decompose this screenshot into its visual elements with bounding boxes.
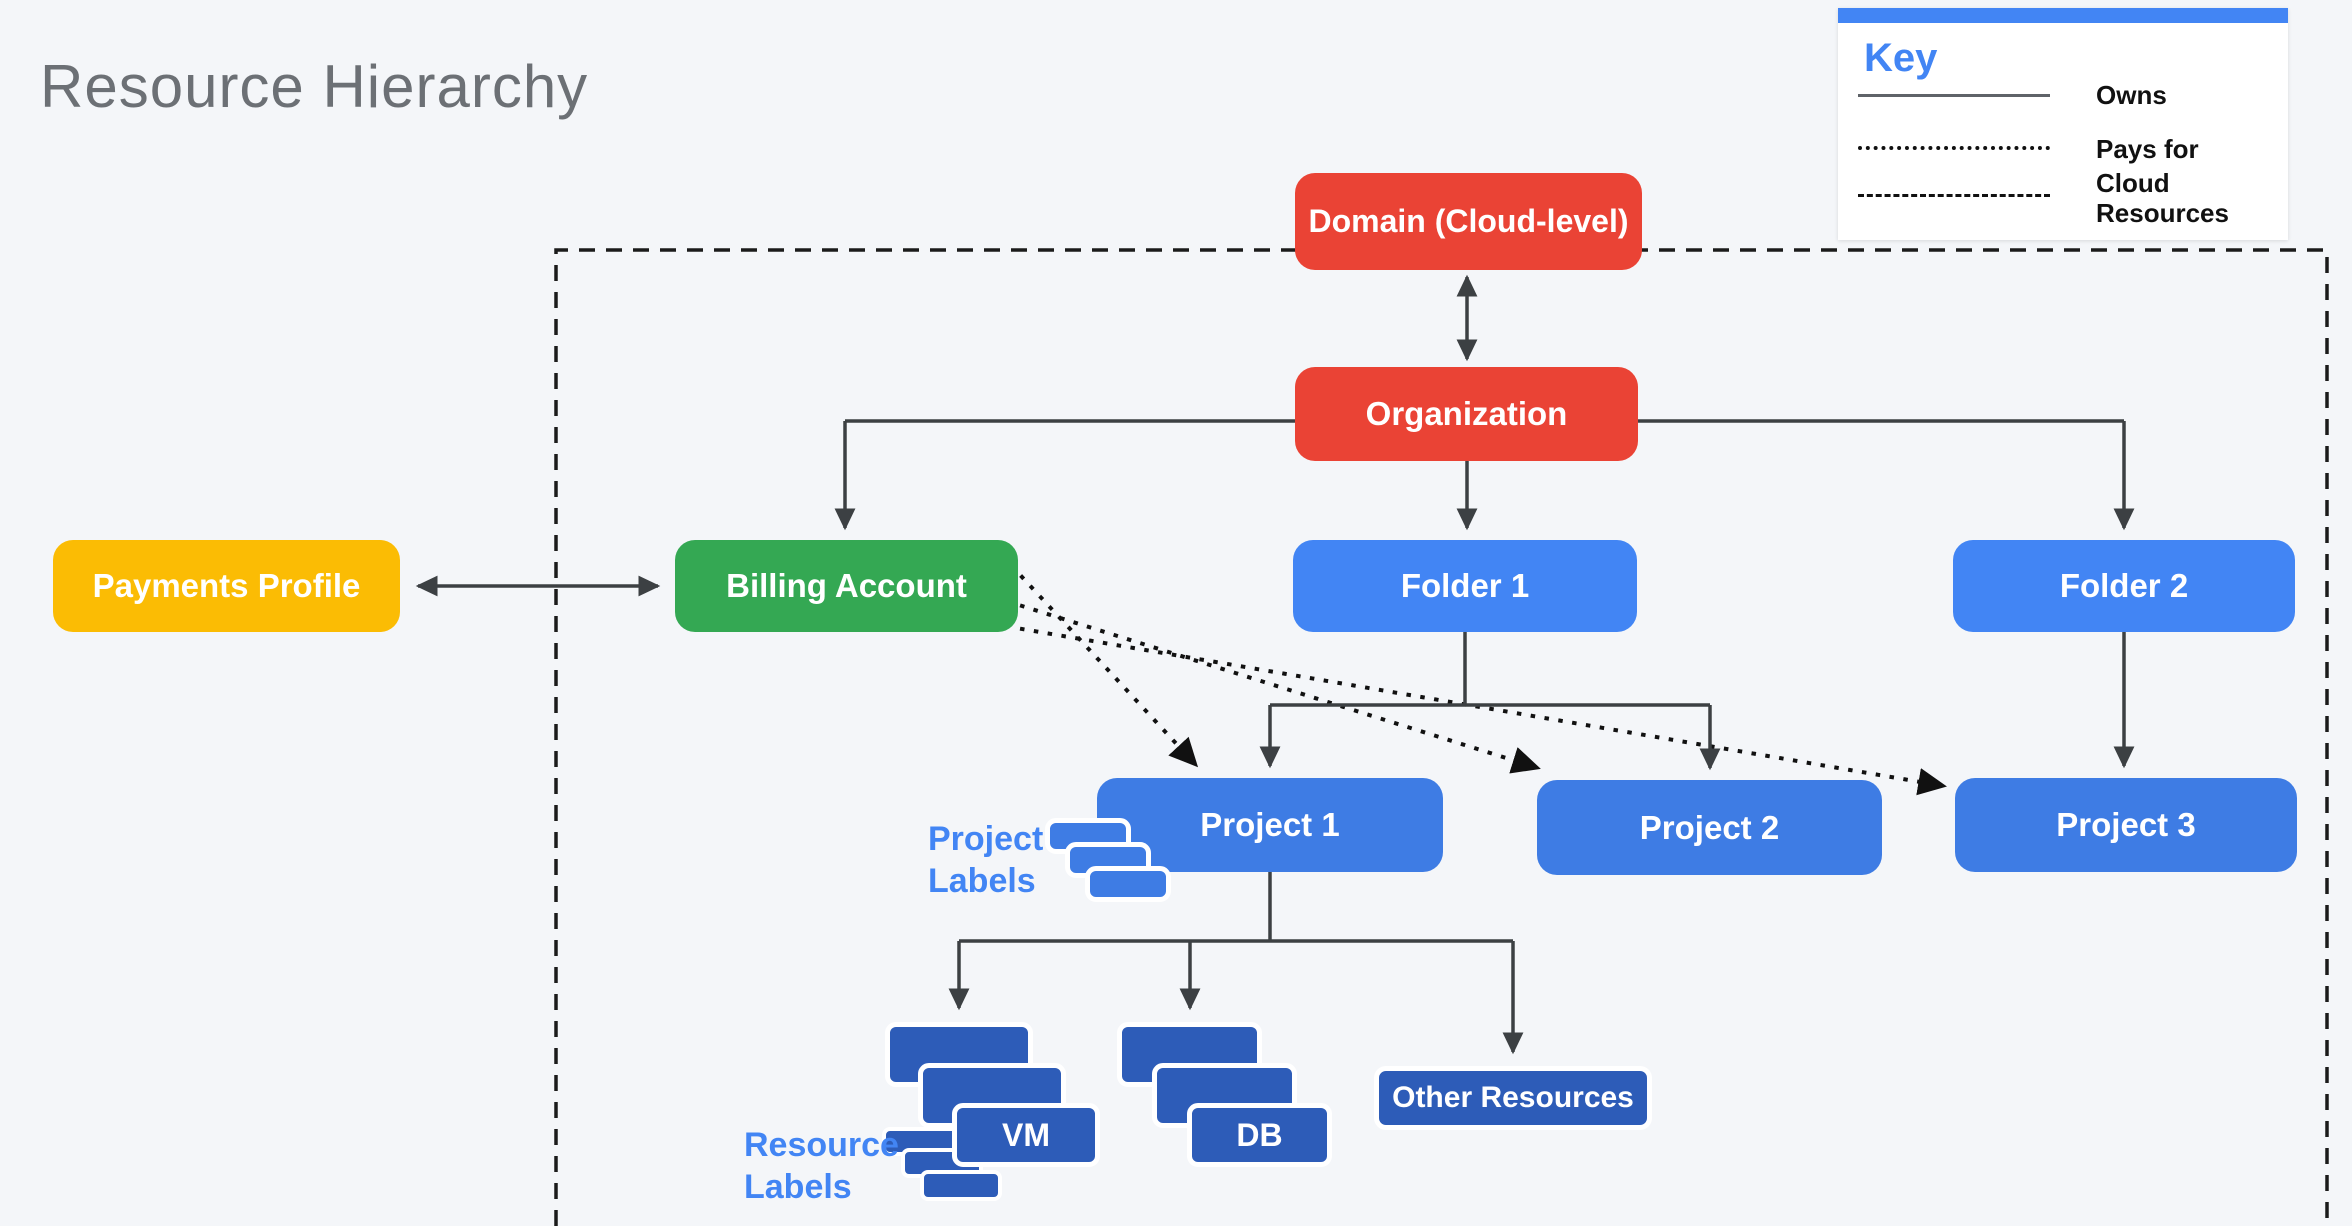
legend-pays-for-line-sample (1858, 146, 2050, 150)
node-billing-account: Billing Account (675, 540, 1018, 632)
legend-cloud-resources-label: Cloud Resources (2096, 168, 2229, 228)
legend-cloud-resources-line-sample (1858, 194, 2050, 197)
legend-title: Key (1864, 36, 1938, 80)
node-project-3: Project 3 (1955, 778, 2297, 872)
node-domain: Domain (Cloud-level) (1295, 173, 1642, 270)
legend-key-box: Key Owns Pays for Cloud Resources (1838, 8, 2288, 240)
node-project-1: Project 1 (1097, 778, 1443, 872)
resource-label-chip (920, 1170, 1002, 1201)
node-folder-2: Folder 2 (1953, 540, 2295, 632)
node-db: DB (1187, 1103, 1332, 1167)
legend-owns-label: Owns (2096, 80, 2167, 110)
node-project-2: Project 2 (1537, 780, 1882, 875)
page-title: Resource Hierarchy (40, 53, 589, 120)
node-folder-1: Folder 1 (1293, 540, 1637, 632)
node-vm: VM (952, 1103, 1100, 1167)
node-payments-profile: Payments Profile (53, 540, 400, 632)
legend-pays-for-label: Pays for (2096, 134, 2199, 164)
legend-accent-bar (1838, 8, 2288, 23)
legend-owns-line-sample (1858, 94, 2050, 97)
resource-labels-annotation: Resource Labels (744, 1126, 899, 1206)
node-other-resources: Other Resources (1374, 1066, 1652, 1130)
project-labels-annotation: Project Labels (928, 820, 1044, 900)
node-organization: Organization (1295, 367, 1638, 461)
cloud-resources-dashed-border (554, 248, 2329, 1226)
project-label-chip (1085, 866, 1171, 902)
